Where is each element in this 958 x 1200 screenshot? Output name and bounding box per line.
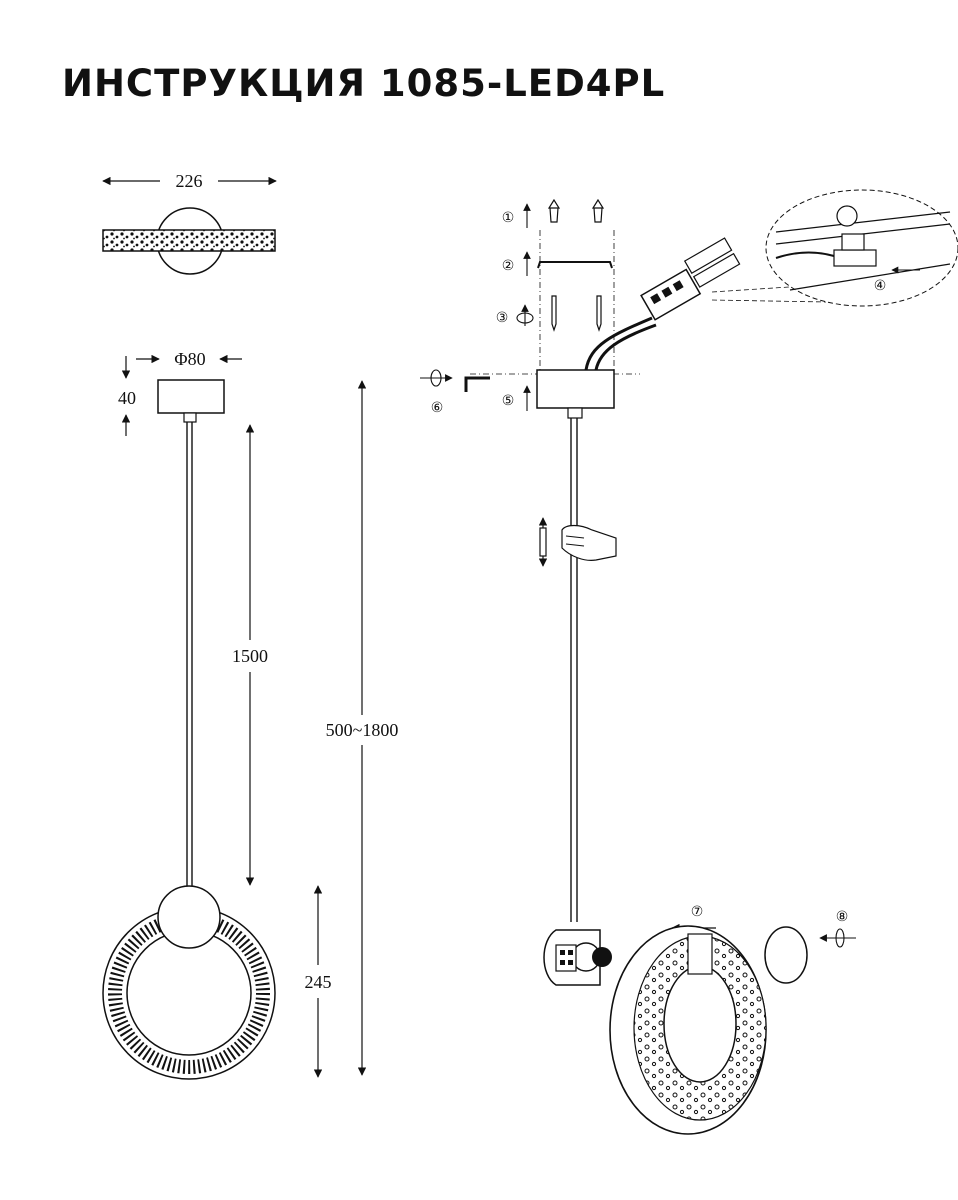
dim-226: 226 xyxy=(176,171,203,191)
step-6: ⑥ xyxy=(420,369,490,416)
ring-inner xyxy=(126,930,252,1056)
canopy xyxy=(157,379,225,414)
dim-40: 40 xyxy=(118,388,136,408)
ring-body xyxy=(609,925,767,1135)
hex-key-icon xyxy=(464,376,490,392)
svg-text:④: ④ xyxy=(874,278,887,294)
screws xyxy=(551,295,602,332)
step-1: ① xyxy=(502,203,531,228)
svg-text:⑥: ⑥ xyxy=(431,400,444,416)
mounting-bracket xyxy=(537,261,613,269)
dim-500-1800: 500~1800 xyxy=(326,720,399,740)
dim-diameter: Φ80 xyxy=(174,349,205,369)
svg-text:⑦: ⑦ xyxy=(691,904,704,920)
step-8: ⑧ xyxy=(764,909,856,984)
ring-connector xyxy=(543,929,612,986)
step-2: ② xyxy=(502,251,531,276)
svg-text:⑧: ⑧ xyxy=(836,909,849,925)
detail-step-4: ④ xyxy=(711,189,958,307)
dim-245: 245 xyxy=(305,972,332,992)
svg-text:③: ③ xyxy=(496,310,509,326)
page-title: ИНСТРУКЦИЯ 1085-LED4PL xyxy=(62,62,666,105)
install-canopy xyxy=(536,369,615,409)
dim-1500: 1500 xyxy=(232,646,268,666)
svg-text:⑤: ⑤ xyxy=(502,393,515,409)
height-adjust-arrow xyxy=(538,517,548,567)
installation-view: ① ② ③ ⑤ ⑥ xyxy=(420,189,958,1135)
svg-text:②: ② xyxy=(502,258,515,274)
terminal-block xyxy=(640,237,741,321)
step-7: ⑦ xyxy=(671,904,716,933)
svg-text:①: ① xyxy=(502,210,515,226)
wall-anchors xyxy=(547,198,605,223)
top-view-ring-edge xyxy=(102,229,276,252)
step-5: ⑤ xyxy=(502,385,531,411)
side-view: Φ80 40 1500 500~1800 xyxy=(102,349,399,1080)
top-view: 226 xyxy=(102,171,277,275)
step-3: ③ xyxy=(496,304,534,326)
ring-sphere xyxy=(157,885,221,949)
hand-icon xyxy=(561,524,617,561)
cover-disc xyxy=(764,926,808,984)
